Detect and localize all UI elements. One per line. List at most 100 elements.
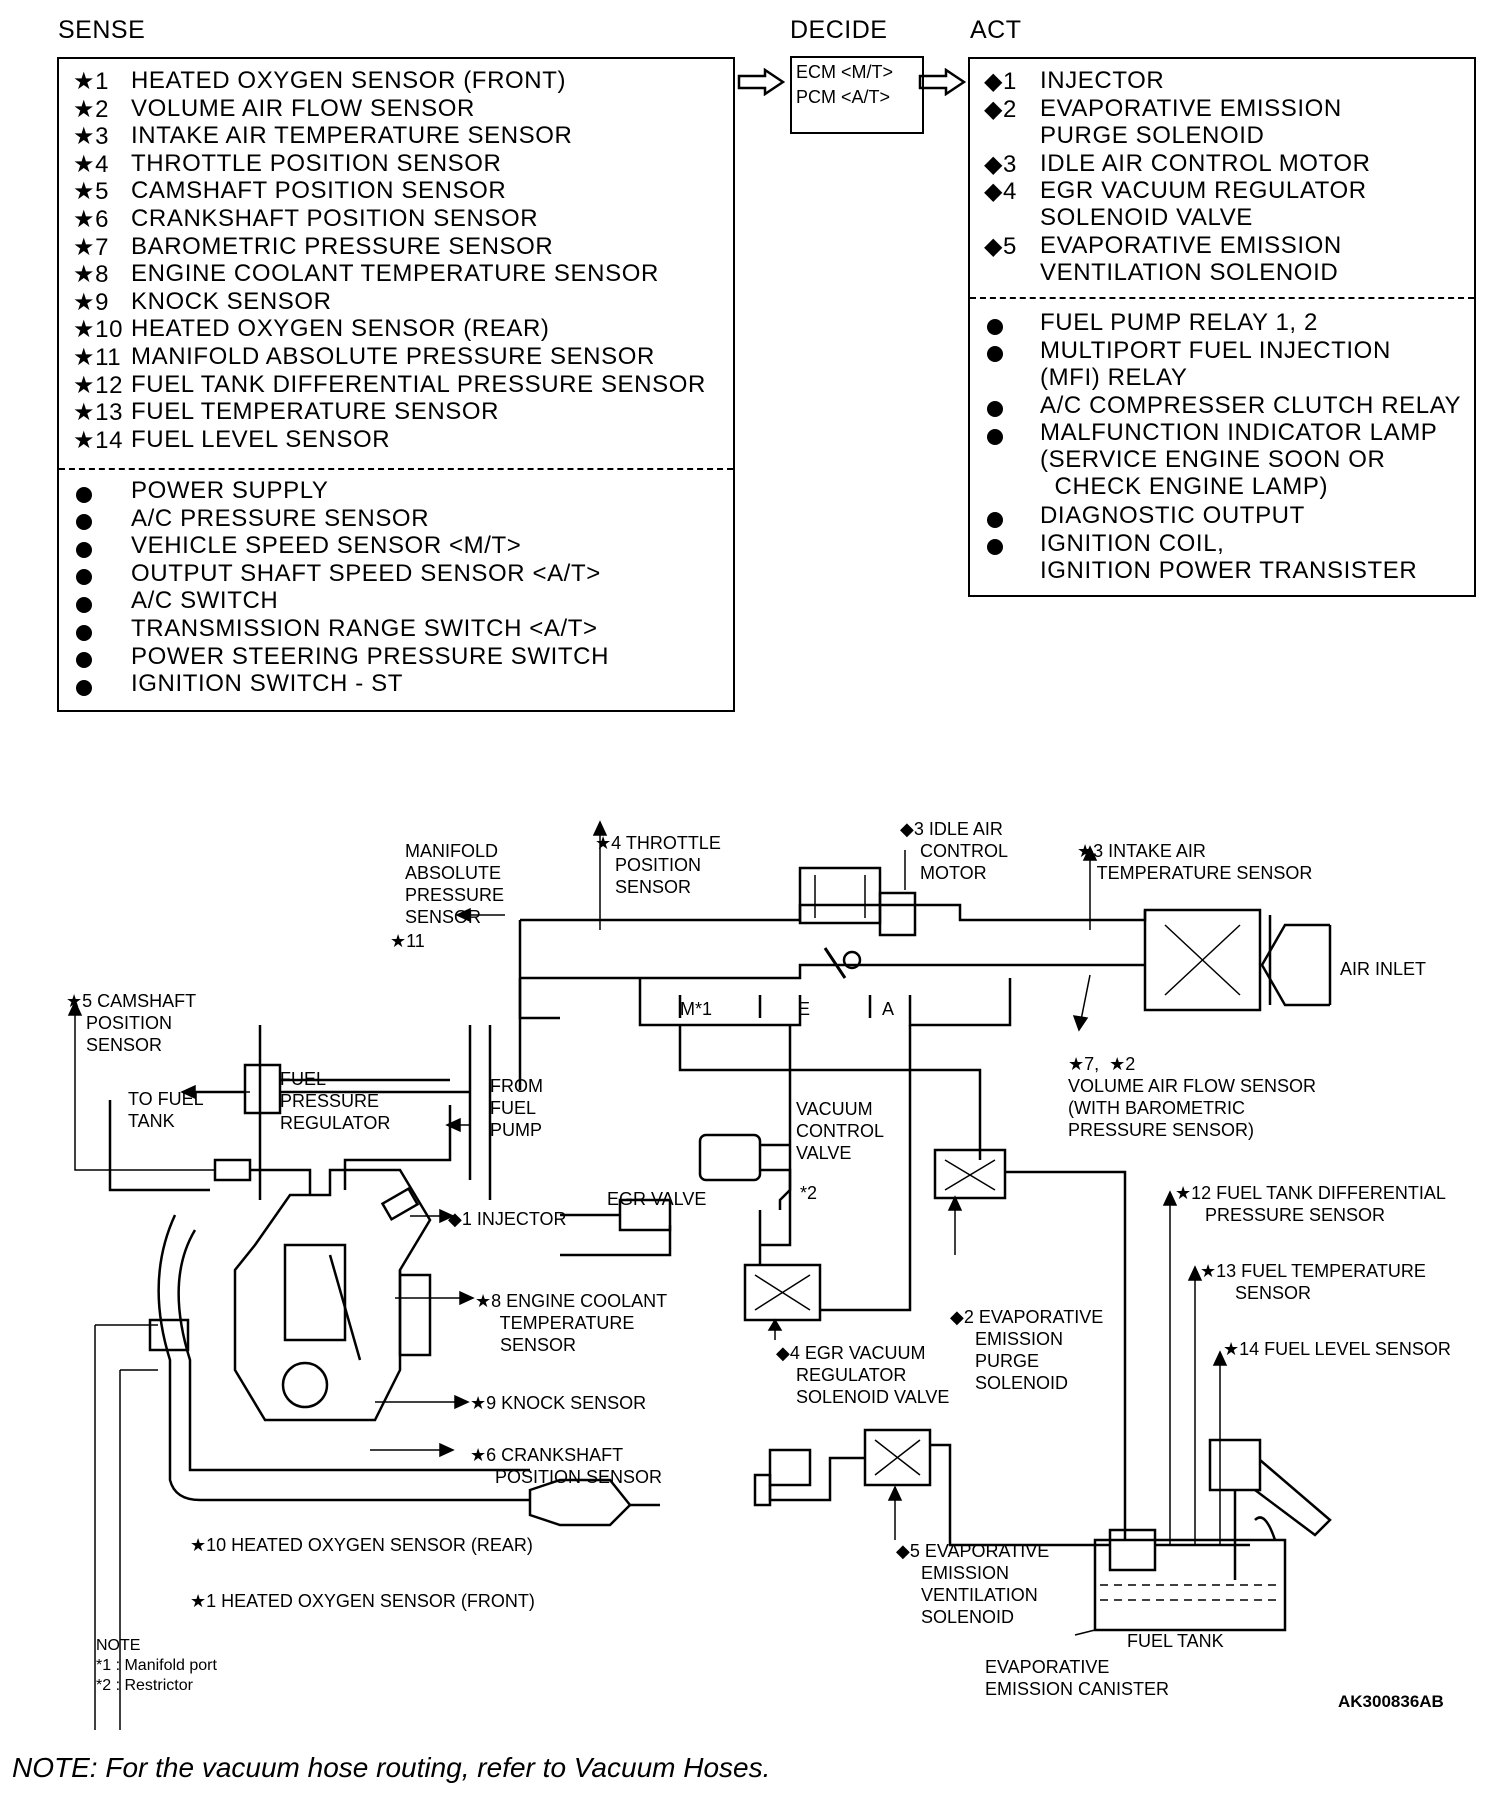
star-marker: ★3 (73, 123, 110, 151)
engine-coolant-temperature-sensor-label: ★8 ENGINE COOLANT TEMPERATURE SENSOR (475, 1291, 668, 1355)
star-marker: ★10 (73, 316, 124, 344)
star-marker: ★5 (73, 178, 110, 206)
bullet-icon (76, 480, 92, 508)
egr-vacuum-regulator-solenoid-valve-label: ◆4 EGR VACUUM REGULATOR SOLENOID VALVE (776, 1343, 950, 1407)
ecm-label: ECM <M/T> (796, 62, 894, 82)
bullet-icon (76, 508, 92, 536)
sense-input-label: IGNITION SWITCH - ST (131, 670, 403, 698)
sense-item-label: FUEL LEVEL SENSOR (131, 425, 391, 453)
diamond-marker: ◆2 (984, 95, 1018, 123)
act-output-label: CHECK ENGINE LAMP) (1040, 473, 1329, 501)
camshaft-position-sensor-label: ★5 CAMSHAFT POSITION SENSOR (66, 991, 197, 1055)
star-marker: ★6 (73, 206, 110, 233)
intake-air-temperature-sensor-label: ★3 INTAKE AIR TEMPERATURE SENSOR (1077, 841, 1313, 883)
volume-air-flow-sensor-label: ★7, ★2 VOLUME AIR FLOW SENSOR (WITH BARO… (1068, 1054, 1317, 1140)
injector-label: ◆1 INJECTOR (448, 1209, 567, 1229)
fuel-temperature-sensor-label: ★13 FUEL TEMPERATURE SENSOR (1200, 1261, 1426, 1303)
act-output-label: A/C COMPRESSER CLUTCH RELAY (1040, 391, 1462, 419)
catalytic-converter-front (148, 1318, 190, 1352)
bullet-icon (987, 312, 1003, 340)
ventilation-solenoid-label: ◆5 EVAPORATIVE EMISSION VENTILATION SOLE… (896, 1541, 1050, 1627)
sense-item-label: BAROMETRIC PRESSURE SENSOR (131, 232, 554, 260)
iac-motor (878, 891, 917, 937)
act-output-label: IGNITION POWER TRANSISTER (1040, 556, 1418, 584)
act-item-label: EVAPORATIVE EMISSION (1040, 94, 1342, 122)
sense-item-label: HEATED OXYGEN SENSOR (REAR) (131, 315, 550, 343)
restrictor-label: *2 (800, 1183, 818, 1203)
sense-input-label: A/C PRESSURE SENSOR (131, 504, 430, 532)
fuel-tank (1093, 1538, 1287, 1632)
act-item-label-line2: VENTILATION SOLENOID (1040, 259, 1339, 287)
sense-item-label: CAMSHAFT POSITION SENSOR (131, 177, 507, 205)
star-marker: ★7 (73, 233, 110, 261)
diamond-marker: ◆5 (984, 233, 1018, 261)
act-output-label: FUEL PUMP RELAY 1, 2 (1040, 309, 1318, 336)
fuel-pressure-regulator-label: FUEL PRESSURE REGULATOR (280, 1069, 391, 1133)
star-marker: ★8 (73, 261, 110, 289)
crankshaft-position-sensor-label: ★6 CRANKSHAFT POSITION SENSOR (470, 1445, 663, 1487)
bullet-icon (76, 618, 92, 646)
pcm-label: PCM <A/T> (796, 87, 891, 107)
bullet-icon (76, 673, 92, 701)
sense-input-label: TRANSMISSION RANGE SWITCH <A/T> (131, 615, 598, 642)
star-marker: ★12 (73, 371, 124, 399)
act-item-label: IDLE AIR CONTROL MOTOR (1040, 149, 1371, 177)
sense-item-label: FUEL TEMPERATURE SENSOR (131, 398, 500, 426)
iac-housing (798, 866, 882, 925)
port-e-label: E (798, 999, 811, 1019)
map-sensor-label: MANIFOLD ABSOLUTE PRESSURE SENSOR (405, 841, 505, 927)
sense-item-label: MANIFOLD ABSOLUTE PRESSURE SENSOR (131, 343, 655, 370)
act-item-label: EGR VACUUM REGULATOR (1040, 177, 1367, 205)
decide-to-act-arrow (918, 68, 966, 96)
sense-item-label: VOLUME AIR FLOW SENSOR (131, 94, 475, 122)
star-marker: ★13 (73, 399, 124, 427)
diamond-marker: ◆4 (984, 178, 1018, 206)
sense-item-label: INTAKE AIR TEMPERATURE SENSOR (131, 122, 573, 150)
fuel-pressure-regulator (243, 1063, 282, 1115)
fuel-tank-label: FUEL TANK (1127, 1631, 1224, 1651)
bullet-icon (987, 340, 1003, 368)
egr-valve-label: EGR VALVE (607, 1189, 707, 1209)
air-inlet-label: AIR INLET (1340, 959, 1427, 979)
bullet-icon (987, 422, 1003, 450)
knock-sensor-label: ★9 KNOCK SENSOR (470, 1393, 647, 1413)
sense-item-label: THROTTLE POSITION SENSOR (131, 149, 502, 177)
act-output-label: (MFI) RELAY (1040, 363, 1188, 391)
decide-box: ECM <M/T> PCM <A/T> (790, 56, 924, 134)
sense-item-label: KNOCK SENSOR (131, 287, 332, 315)
air-inlet-arrow (1260, 923, 1332, 1007)
act-divider (970, 297, 1474, 299)
purge-solenoid-label: ◆2 EVAPORATIVE EMISSION PURGE SOLENOID (950, 1307, 1104, 1393)
vacuum-hose-routing-note: NOTE: For the vacuum hose routing, refer… (12, 1752, 771, 1783)
vacuum-control-valve (698, 1133, 762, 1182)
sense-input-label: A/C SWITCH (131, 587, 279, 615)
bullet-icon (76, 590, 92, 618)
map-sensor-number: ★11 (390, 931, 425, 951)
egr-vacuum-regulator-solenoid (743, 1263, 822, 1322)
bullet-icon (76, 535, 92, 563)
fuel-tank-differential-pressure-sensor-label: ★12 FUEL TANK DIFFERENTIAL PRESSURE SENS… (1175, 1183, 1446, 1225)
port-a-label: A (882, 999, 895, 1019)
act-item-label: EVAPORATIVE EMISSION (1040, 232, 1342, 260)
diamond-marker: ◆3 (984, 150, 1018, 178)
act-item-label-line2: SOLENOID VALVE (1040, 204, 1253, 232)
vent-filter (768, 1448, 812, 1487)
sense-divider (59, 468, 733, 470)
star-marker: ★2 (73, 95, 110, 123)
manifold-port-label: M*1 (680, 999, 713, 1019)
act-output-label: (SERVICE ENGINE SOON OR (1040, 446, 1386, 474)
air-cleaner (1143, 908, 1262, 1012)
mfi-system-diagram (67, 820, 1332, 1730)
sense-item-label: ENGINE COOLANT TEMPERATURE SENSOR (131, 260, 659, 288)
sense-input-label: OUTPUT SHAFT SPEED SENSOR <A/T> (131, 559, 601, 587)
camshaft-sensor-body (213, 1158, 252, 1182)
act-output-label: MULTIPORT FUEL INJECTION (1040, 336, 1391, 364)
act-output-label: DIAGNOSTIC OUTPUT (1040, 502, 1305, 530)
star-marker: ★14 (73, 426, 124, 454)
diamond-marker: ◆1 (984, 68, 1018, 95)
sense-item-label: CRANKSHAFT POSITION SENSOR (131, 205, 539, 232)
sense-header: SENSE (58, 16, 146, 44)
injector-body (380, 1186, 420, 1222)
